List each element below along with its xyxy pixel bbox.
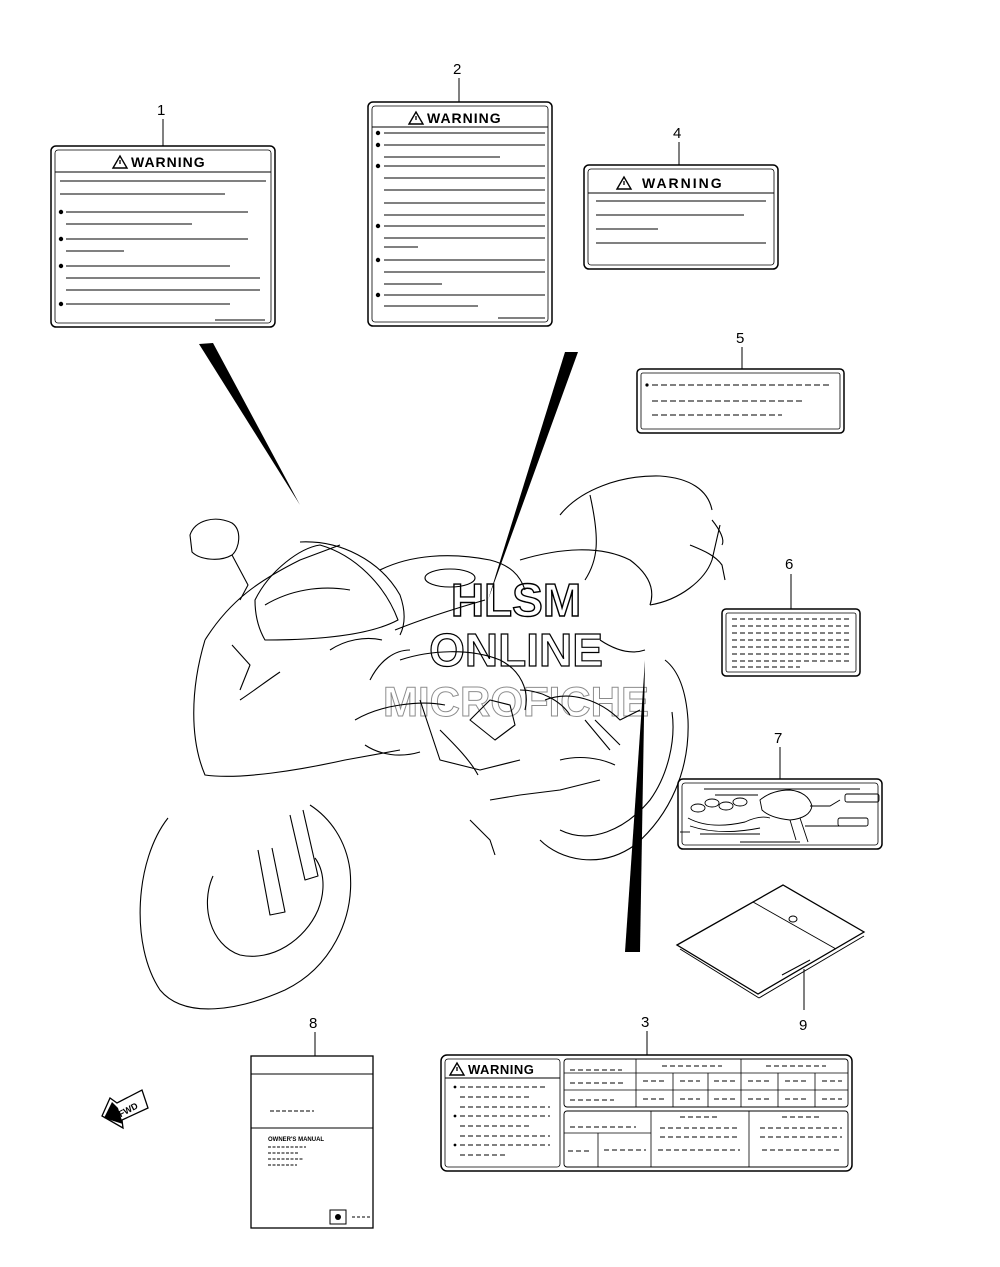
pointer-label-3: [625, 660, 645, 952]
warning-triangle-icon: [111, 154, 129, 169]
brand-logo-icon: [335, 1214, 341, 1220]
label-7-hose-routing[interactable]: 7: [677, 730, 883, 850]
label-5-caution[interactable]: 5: [636, 330, 845, 434]
item-9-info-card[interactable]: 9: [675, 884, 866, 1034]
fwd-direction-arrow: FWD: [101, 1089, 149, 1130]
warning-text: WARNING: [427, 110, 502, 126]
callout-7: 7: [774, 730, 782, 747]
owners-manual-text: OWNER'S MANUAL: [268, 1137, 324, 1143]
label-2-warning[interactable]: WARNING 2: [367, 61, 553, 327]
warning-triangle-icon: [615, 175, 633, 190]
warning-text: WARNING: [468, 1062, 534, 1077]
motorcycle-illustration: [139, 475, 726, 1010]
item-8-owners-manual[interactable]: OWNER'S MANUAL 8: [250, 1015, 374, 1229]
label-3-warning-table[interactable]: WARNING: [440, 1014, 853, 1172]
callout-4: 4: [673, 125, 681, 142]
callout-8: 8: [309, 1015, 317, 1032]
warning-text: WARNING: [642, 175, 724, 191]
warning-triangle-icon: [407, 110, 425, 125]
callout-5: 5: [736, 330, 744, 347]
watermark-line-1: HLSM: [451, 574, 581, 626]
callout-6: 6: [785, 556, 793, 573]
watermark: HLSM ONLINE MICROFICHE: [383, 573, 650, 725]
watermark-line-2: ONLINE: [429, 624, 603, 676]
label-6-info[interactable]: 6: [721, 556, 861, 677]
warning-text: WARNING: [131, 154, 206, 170]
label-1-warning[interactable]: WARNING 1: [50, 102, 276, 328]
label-4-warning[interactable]: WARNING 4: [583, 125, 779, 270]
callout-2: 2: [453, 61, 461, 78]
warning-triangle-icon: [448, 1061, 466, 1076]
pointer-label-2: [488, 352, 578, 600]
callout-9: 9: [799, 1017, 807, 1034]
watermark-line-3: MICROFICHE: [383, 678, 649, 725]
pointer-label-1: [199, 343, 300, 505]
callout-3: 3: [641, 1014, 649, 1031]
callout-1: 1: [157, 102, 165, 119]
